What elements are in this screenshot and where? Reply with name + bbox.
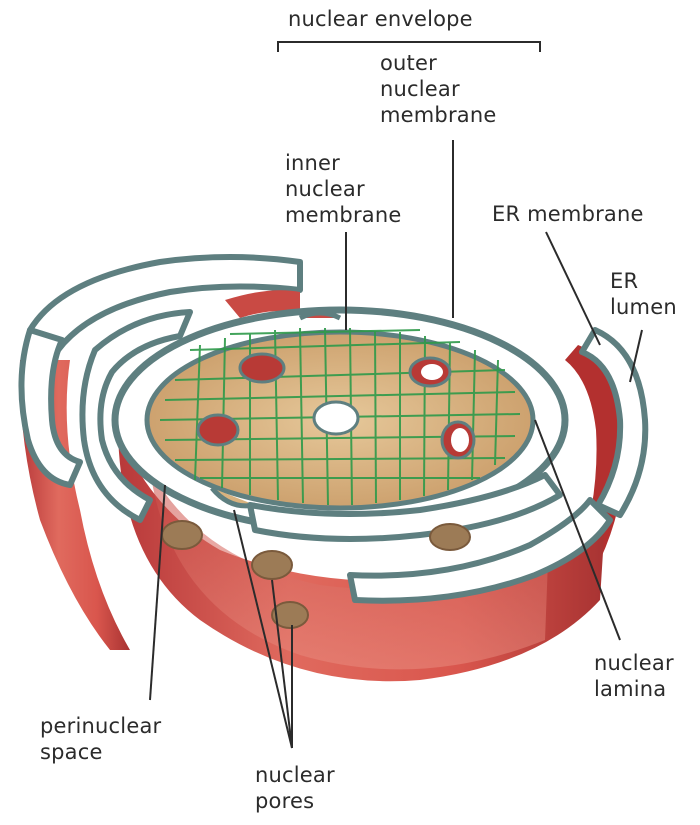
label-er-lumen: ER lumen: [610, 268, 677, 320]
leader-er-membrane: [546, 232, 600, 345]
pore: [162, 521, 202, 549]
pore: [252, 551, 292, 579]
label-nuclear-envelope: nuclear envelope: [288, 6, 473, 32]
label-nuclear-pores: nuclear pores: [255, 762, 335, 814]
pore: [198, 415, 238, 445]
label-er-membrane: ER membrane: [492, 201, 644, 227]
label-nuclear-lamina: nuclear lamina: [594, 650, 674, 702]
label-perinuclear-space: perinuclear space: [40, 713, 161, 765]
pore: [430, 524, 470, 550]
pore: [314, 402, 358, 434]
label-inner-nuclear-membrane: inner nuclear membrane: [285, 150, 402, 228]
pore: [240, 354, 284, 382]
label-outer-nuclear-membrane: outer nuclear membrane: [380, 50, 497, 128]
